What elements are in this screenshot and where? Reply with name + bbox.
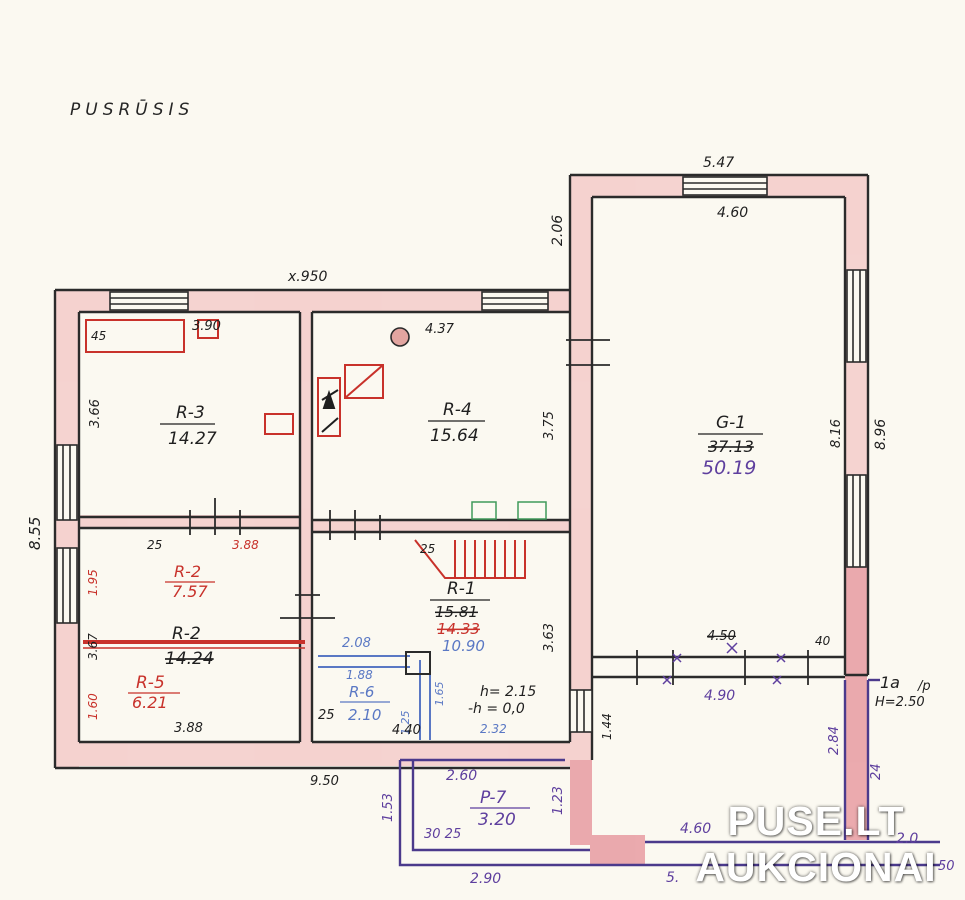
dim-460b: 4.60 [680, 821, 711, 837]
dimensions: x.950 9.50 5.47 4.60 2.06 8.96 8.16 4.50… [26, 155, 955, 887]
dim-123: 1.23 [551, 786, 566, 815]
room-r6-area: 2.10 [348, 706, 381, 724]
room-p7-area: 3.20 [478, 810, 516, 830]
dim-1a: 1a [880, 673, 900, 692]
dim-25b: 25 [318, 708, 335, 723]
dim-p: /p [917, 679, 931, 694]
room-r6-name: R-6 [349, 683, 374, 701]
room-p7-name: P-7 [480, 788, 506, 808]
dim-left-855: 8.55 [26, 517, 44, 550]
room-g1-area-old: 37.13 [708, 437, 754, 456]
dim-284: 2.84 [827, 726, 842, 755]
dim-440: 4.40 [392, 723, 421, 738]
room-r3-name: R-3 [176, 403, 205, 423]
dim-r3-390: 3.90 [192, 319, 221, 334]
watermark-logo: PUSE.LT AUKCIONAI [681, 798, 951, 890]
violet-x-marks [662, 642, 786, 685]
dim-144: 1.44 [600, 713, 614, 740]
dim-top-950: x.950 [287, 269, 328, 285]
dim-50: 50 [938, 859, 955, 874]
dim-g1-40: 40 [815, 634, 831, 648]
dim-g1-inner-top: 4.60 [717, 205, 748, 221]
dim-388a: 3.88 [232, 538, 259, 552]
dim-24: 24 [869, 763, 884, 780]
room-g1-name: G-1 [716, 413, 746, 433]
dim-r4-437: 4.37 [425, 322, 455, 337]
windows [56, 176, 867, 733]
dim-30-25: 30 25 [424, 827, 461, 842]
dim-g1-490: 4.90 [704, 688, 735, 704]
dim-25a: 25 [147, 538, 162, 552]
room-g1-area: 50.19 [702, 457, 756, 479]
stove-icon [390, 327, 410, 347]
dim-h00: -h = 0,0 [468, 701, 525, 717]
violet-annotations [398, 678, 940, 867]
dim-260: 2.60 [446, 768, 477, 784]
dim-r3-366: 3.66 [88, 399, 103, 428]
dim-g1-right-896: 8.96 [873, 419, 889, 450]
room-r1-area-blue: 10.90 [442, 637, 485, 655]
dim-195: 1.95 [86, 569, 100, 596]
chimney-icon [321, 389, 339, 433]
green-boxes [471, 501, 547, 520]
room-r4-name: R-4 [443, 400, 472, 420]
plan-title: PUSRŪSIS [70, 100, 195, 120]
dim-388b: 3.88 [174, 721, 203, 736]
door-marks [189, 339, 809, 685]
dim-153: 1.53 [381, 793, 396, 822]
room-r2-lower-area: 14.24 [165, 649, 214, 669]
room-labels: R-3 14.27 R-4 15.64 G-1 37.13 50.19 R-2 … [128, 400, 763, 830]
room-r3-area: 14.27 [168, 429, 217, 449]
watermark-line1: PUSE.LT [727, 798, 905, 844]
room-r2-lower-name: R-2 [172, 624, 201, 644]
dim-20: 2.0 [896, 831, 918, 847]
dim-bottom-950: 9.50 [310, 774, 339, 789]
dim-g1-left-206: 2.06 [550, 215, 566, 246]
dim-r4-375: 3.75 [542, 411, 557, 440]
dim-25c: 25 [420, 542, 435, 556]
watermark-line2: AUKCIONAI [695, 844, 937, 890]
dim-290: 2.90 [470, 871, 501, 887]
room-r2-upper-area: 7.57 [172, 582, 208, 601]
dim-160: 1.60 [86, 693, 100, 720]
room-r1-name: R-1 [447, 579, 476, 599]
dim-165: 1.65 [433, 682, 446, 707]
dim-208: 2.08 [342, 636, 371, 651]
room-r1-area: 14.33 [437, 620, 480, 638]
room-r4-area: 15.64 [430, 426, 479, 446]
r6-box [405, 651, 431, 675]
room-r1-area-old: 15.81 [435, 603, 478, 621]
dim-188: 1.88 [346, 668, 373, 682]
dim-g1-inner-450: 4.50 [707, 629, 736, 644]
room-r2-upper-name: R-2 [174, 562, 201, 581]
dim-5: 5. [666, 870, 679, 886]
walls [53, 173, 870, 770]
room-r5-area: 6.21 [132, 693, 168, 712]
dim-r3-45: 45 [91, 329, 106, 343]
dim-g1-top: 5.47 [703, 155, 734, 171]
red-annotations [83, 319, 526, 649]
dim-g1-inner-816: 8.16 [829, 419, 844, 448]
dim-367: 3.67 [86, 633, 100, 660]
dim-232: 2.32 [480, 722, 507, 736]
dim-h250: H=2.50 [875, 695, 925, 710]
dim-125: 1.25 [399, 711, 412, 736]
dim-363: 3.63 [542, 623, 557, 652]
room-r5-name: R-5 [136, 673, 165, 693]
dim-h215: h= 2.15 [480, 684, 536, 700]
